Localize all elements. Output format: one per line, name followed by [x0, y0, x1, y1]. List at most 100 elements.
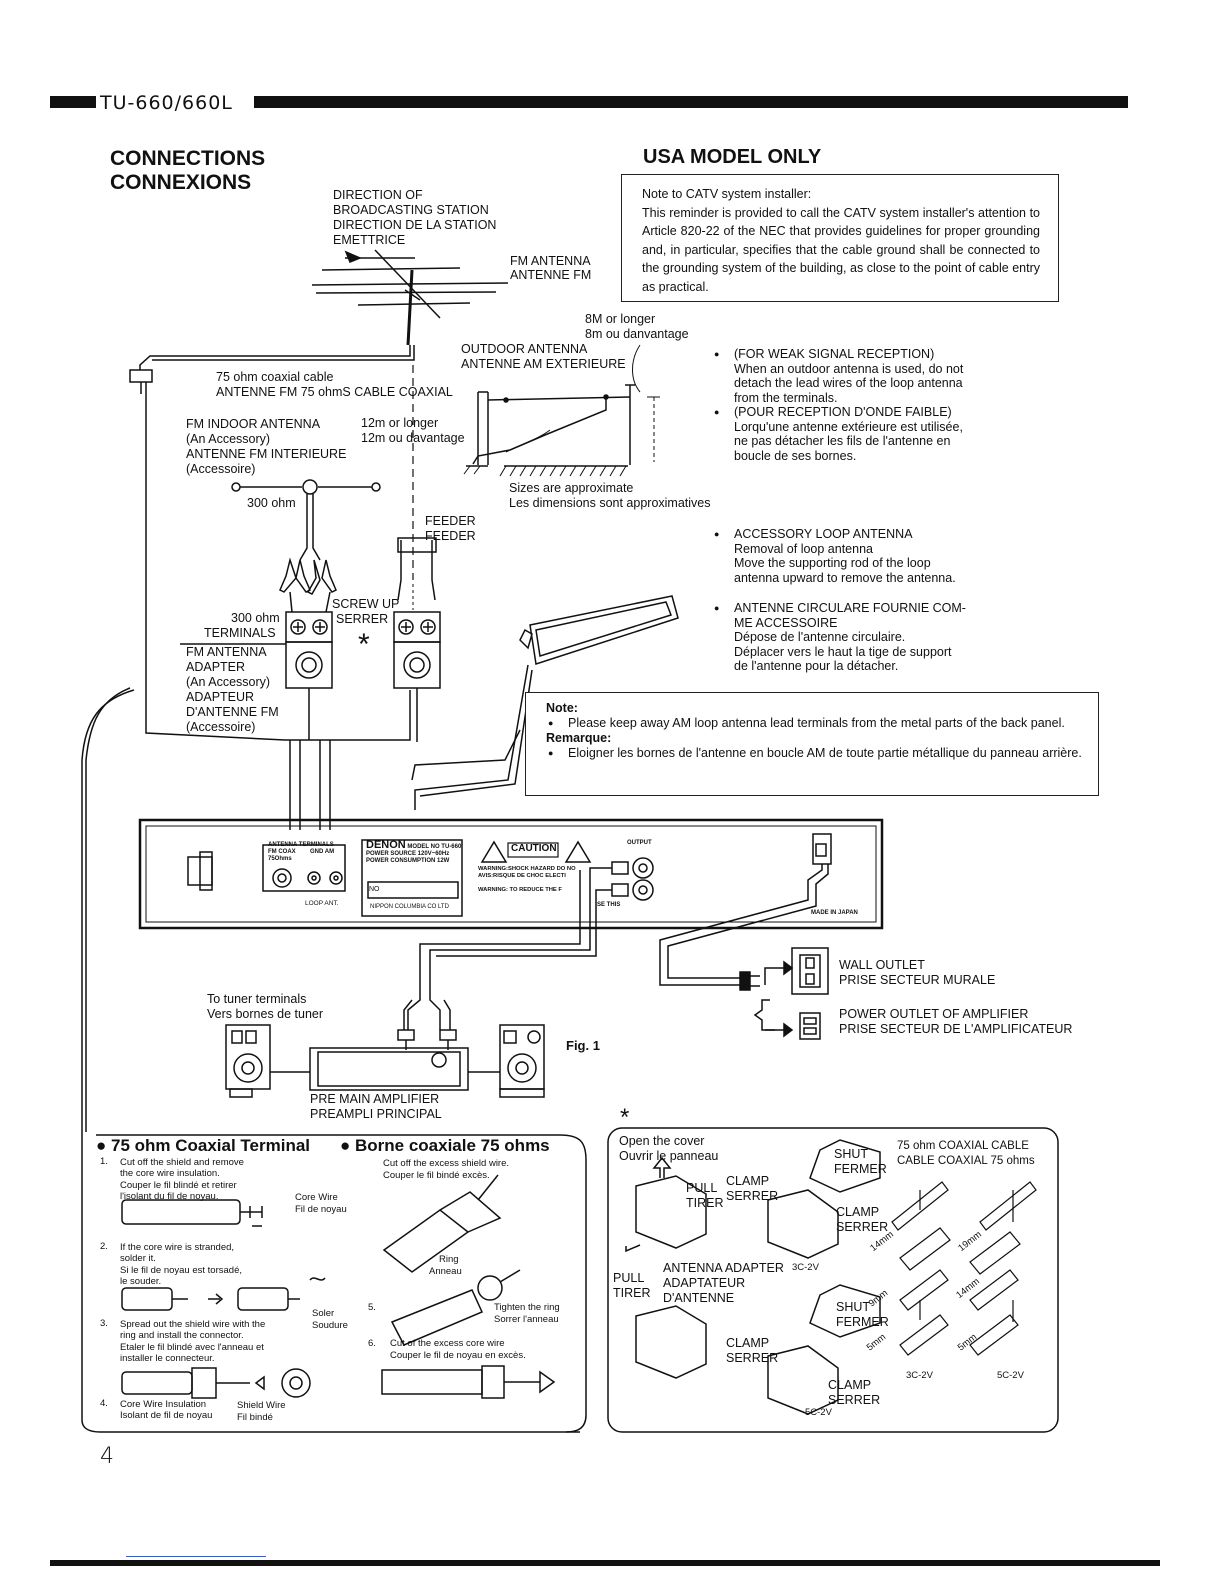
label-line: Soler	[312, 1308, 335, 1319]
header-bar-left	[50, 96, 96, 108]
solder-label: Soler Soudure	[312, 1308, 348, 1331]
panel-warnings: WARNING:SHOCK HAZARD DO NO AVIS:RISQUE D…	[478, 866, 576, 894]
label-line: Ring	[439, 1254, 459, 1265]
adapter-label-3: (An Accessory)	[186, 675, 271, 689]
step-6-number: 6.	[368, 1338, 376, 1349]
coax-cable-drawings	[891, 1181, 1037, 1356]
note-line: Dépose de l'antenne circulaire.	[734, 630, 906, 644]
panel-power-source: POWER SOURCE 120V~60Hz	[366, 851, 450, 857]
step-line: Si le fil de noyau est torsadé,	[120, 1264, 242, 1276]
fermer-label-2: FERMER	[836, 1315, 889, 1329]
coax75-title-fr: ● Borne coaxiale 75 ohms	[340, 1136, 550, 1155]
panel-text: 75Ohms	[268, 856, 292, 862]
coax-cable-fr: CABLE COAXIAL 75 ohms	[897, 1155, 1035, 1167]
label-line: Cut off the excess shield wire.	[383, 1158, 510, 1169]
catv-note-box: Note to CATV system installer: This remi…	[621, 174, 1059, 302]
panel-power-consumption: POWER CONSUMPTION 12W	[366, 858, 450, 864]
step-line: installer le connecteur.	[120, 1353, 215, 1364]
serrer-label-2: SERRER	[836, 1220, 889, 1234]
note-line: detach the lead wires of the loop antenn…	[734, 376, 963, 390]
note-line: Déplacer vers le haut la tige de support	[734, 644, 952, 659]
adapter-label-6: (Accessoire)	[186, 720, 256, 734]
antenna-adapter-drawing	[625, 1139, 881, 1415]
label-line: Shield Wire	[237, 1400, 286, 1411]
open-cover-en: Open the cover	[619, 1134, 705, 1148]
am-loop-note-box: Note: Please keep away AM loop antenna l…	[525, 692, 1099, 796]
antenna-adapter-label: ANTENNA ADAPTER	[663, 1261, 784, 1275]
panel-text: WARNING: TO REDUCE THE F	[478, 886, 562, 893]
step-line: the core wire insulation.	[120, 1168, 220, 1179]
clamp-label-4: CLAMP	[828, 1378, 872, 1392]
coax-step-2: 2. If the core wire is stranded, solder …	[100, 1241, 242, 1288]
wall-outlet-en: WALL OUTLET	[839, 958, 925, 972]
page-number: 4	[100, 1444, 114, 1469]
catv-note-heading: Note to CATV system installer:	[642, 187, 812, 201]
fm-yagi-antenna	[311, 249, 509, 346]
step-line: ring and install the connector.	[120, 1330, 244, 1341]
step-line: Couper le fil blindé et retirer	[120, 1179, 237, 1191]
dantenne-label: D'ANTENNE	[663, 1291, 735, 1305]
note-line: de l'antenne pour la détacher.	[734, 659, 899, 673]
panel-rating-plate: DENON MODEL NO TU-660 POWER SOURCE 120V~…	[366, 839, 462, 865]
label-line: Sorrer l'anneau	[494, 1313, 559, 1325]
ohm300-label: 300 ohm	[247, 496, 296, 510]
terminals-label-2: TERMINALS	[204, 626, 276, 640]
note-line: (FOR WEAK SIGNAL RECEPTION)	[712, 347, 963, 362]
title-connexions: CONNEXIONS	[110, 171, 252, 194]
asterisk-mark-lower: *	[620, 1104, 630, 1131]
power-outlet-en: POWER OUTLET OF AMPLIFIER	[839, 1007, 1029, 1021]
open-cover-fr: Ouvrir le panneau	[619, 1149, 719, 1163]
panel-no: NO	[369, 886, 380, 893]
adapter-label-1: FM ANTENNA	[186, 645, 267, 659]
panel-brand: DENON	[366, 839, 406, 851]
step-number: 3.	[100, 1318, 108, 1329]
note-text: Please keep away AM loop antenna lead te…	[546, 716, 1084, 731]
pre-main-amplifier	[270, 1047, 500, 1091]
fig-label: Fig. 1	[566, 1038, 600, 1053]
power-outlet-fr: PRISE SECTEUR DE L'AMPLIFICATEUR	[839, 1022, 1073, 1036]
am-loop-antenna	[411, 595, 679, 810]
length-12m-en: 12m or longer	[361, 416, 439, 430]
direction-label-fr1: DIRECTION DE LA STATION	[333, 218, 497, 232]
fm-indoor-label-3: ANTENNE FM INTERIEURE	[186, 447, 347, 461]
label-line: Core Wire	[295, 1192, 338, 1203]
serrer-label-3: SERRER	[726, 1351, 779, 1365]
length-12m-fr: 12m ou davantage	[361, 431, 465, 445]
direction-label-fr2: EMETTRICE	[333, 233, 406, 247]
serrer-label-4: SERRER	[828, 1393, 881, 1407]
outdoor-antenna-fr: ANTENNE AM EXTERIEURE	[461, 357, 626, 371]
fm-antenna-adapter-right	[393, 611, 441, 742]
serrer-label-1: SERRER	[726, 1189, 779, 1203]
note-label: Note:	[546, 701, 578, 715]
note-line: ACCESSORY LOOP ANTENNA	[712, 527, 956, 542]
panel-text: WARNING:SHOCK HAZARD DO NO	[478, 866, 576, 872]
step-line: l'isolant du fil de noyau.	[120, 1191, 219, 1202]
catv-note-body: This reminder is provided to call the CA…	[642, 205, 1040, 294]
length-8m-en: 8M or longer	[585, 312, 656, 326]
screw-up-label: SCREW UP	[332, 597, 400, 611]
fm-antenna-label-fr: ANTENNE FM	[510, 268, 592, 282]
pull-label-2: PULL	[613, 1271, 645, 1285]
footer-blue-rule	[126, 1556, 266, 1557]
clamp-label-2: CLAMP	[836, 1205, 880, 1219]
note-line: When an outdoor antenna is used, do not	[734, 361, 964, 376]
clamp-label-3: CLAMP	[726, 1336, 770, 1350]
serrer-label: SERRER	[336, 612, 389, 626]
note-line: (POUR RECEPTION D'ONDE FAIBLE)	[712, 405, 963, 420]
label-line: Anneau	[429, 1265, 462, 1277]
panel-gnd-am: GND AM	[310, 849, 335, 855]
step-line: Isolant de fil de noyau	[120, 1410, 213, 1421]
outdoor-am-antenna	[463, 344, 660, 477]
panel-text: ANTENNA TERMINALS	[268, 842, 334, 848]
title-usa-model-only: USA MODEL ONLY	[643, 146, 822, 168]
label-line: Couper le fil de noyau en excès.	[390, 1349, 526, 1361]
pre-main-fr: PREAMPLI PRINCIPAL	[310, 1107, 442, 1121]
tirer-label-2: TIRER	[613, 1286, 651, 1300]
panel-model: MODEL NO TU-660	[407, 844, 462, 850]
coax-cable-label-fr: ANTENNE FM 75 ohmS CABLE COAXIAL	[216, 385, 453, 399]
footer-rule	[50, 1560, 1160, 1566]
panel-antenna-terminals: ANTENNA TERMINALS FM COAX 75Ohms	[268, 842, 334, 863]
adaptateur-label: ADAPTATEUR	[663, 1276, 746, 1290]
sizes-approx-fr: Les dimensions sont approximatives	[509, 496, 711, 510]
feeder-fork	[397, 537, 437, 601]
